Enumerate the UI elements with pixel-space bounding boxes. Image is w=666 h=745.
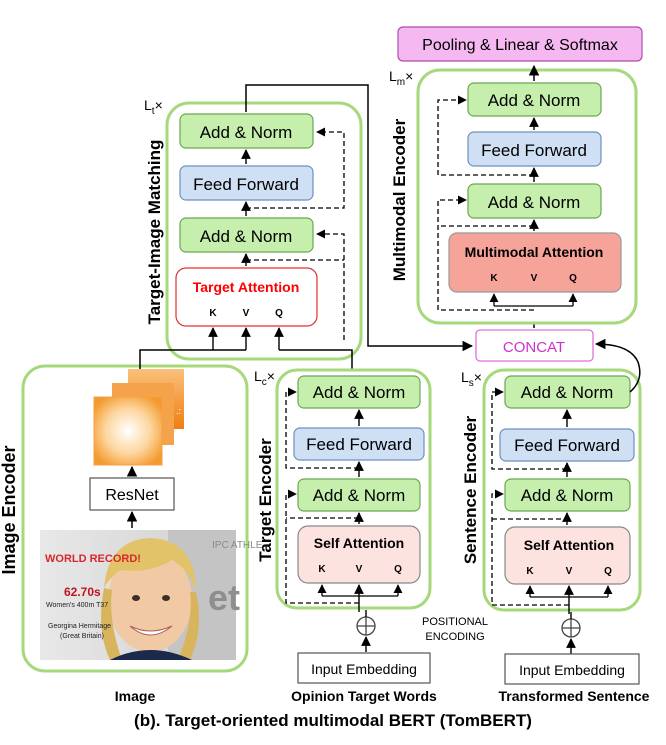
tim-target-attention-label: Target Attention <box>193 279 300 295</box>
sentence-encoder-repeat: Ls× <box>461 369 482 389</box>
image-encoder: Image Encoder .: ResNet IPC ATHLE et WOR… <box>0 364 263 704</box>
feature-map-front <box>93 396 163 466</box>
te-add-norm-bottom <box>297 478 421 512</box>
mm-label: Multimodal Encoder <box>390 118 409 281</box>
photo-name: Georgina Hermitage <box>48 623 111 630</box>
mm-attention-label: Multimodal Attention <box>465 244 604 260</box>
te-input-embedding <box>297 652 431 684</box>
mm-k: K <box>490 273 498 284</box>
tim-add-norm-top-label: Add & Norm <box>200 123 293 142</box>
te-feed-forward-label: Feed Forward <box>306 435 412 454</box>
mm-add-norm-bottom <box>467 183 602 219</box>
tim-q: Q <box>275 308 283 319</box>
target-encoder-repeat: Lc× <box>254 368 275 388</box>
mm-q: Q <box>569 273 577 284</box>
concat-label: CONCAT <box>503 339 565 356</box>
sentence-encoder: Sentence Encoder Ls× Add & Norm Feed For… <box>461 368 650 704</box>
te-self-attention <box>297 525 421 584</box>
tim-add-norm-bottom-label: Add & Norm <box>200 227 293 246</box>
se-add-norm-top-label: Add & Norm <box>521 383 614 402</box>
mm-feed-forward <box>467 131 602 167</box>
athlete-photo: IPC ATHLE et WORLD RECORD! 62.70s Women'… <box>40 530 263 660</box>
se-q: Q <box>604 566 612 577</box>
se-input-embedding <box>504 653 640 685</box>
te-k: K <box>318 564 326 575</box>
target-encoder: Target Encoder Lc× Add & Norm Feed Forwa… <box>254 368 437 704</box>
tim-repeat: Lt× <box>144 97 163 117</box>
te-add-norm-bottom-label: Add & Norm <box>313 486 406 505</box>
resnet-label: ResNet <box>105 487 159 504</box>
tim-add-norm-bottom <box>179 217 314 253</box>
tim-target-attention <box>175 267 318 327</box>
se-self-attention <box>504 526 631 585</box>
mm-add-norm-top-label: Add & Norm <box>488 91 581 110</box>
te-add-norm-top <box>297 375 421 409</box>
image-encoder-label: Image Encoder <box>0 445 19 574</box>
mm-feed-forward-label: Feed Forward <box>481 141 587 160</box>
feature-dots: .: <box>176 406 181 416</box>
te-add-norm-top-label: Add & Norm <box>313 383 406 402</box>
mm-v: V <box>531 273 538 284</box>
tim-k: K <box>209 308 217 319</box>
se-k: K <box>526 566 534 577</box>
mm-add-norm-bottom-label: Add & Norm <box>488 193 581 212</box>
photo-headline: WORLD RECORD! <box>45 553 141 565</box>
te-input-embedding-label: Input Embedding <box>311 661 417 677</box>
te-v: V <box>356 564 363 575</box>
mm-attention <box>448 232 622 293</box>
tim-feed-forward <box>179 165 314 201</box>
te-self-attention-label: Self Attention <box>314 535 404 551</box>
target-encoder-label: Target Encoder <box>256 438 275 562</box>
photo-time: 62.70s <box>64 585 101 599</box>
mm-add-norm-top <box>467 82 602 117</box>
se-caption: Transformed Sentence <box>499 688 650 704</box>
svg-text:IPC ATHLE: IPC ATHLE <box>212 540 263 551</box>
positional-label-2: ENCODING <box>425 631 484 643</box>
se-add-norm-bottom <box>504 478 631 512</box>
photo-country: (Great Britain) <box>60 633 104 640</box>
pooling-label: Pooling & Linear & Softmax <box>422 37 618 54</box>
se-feed-forward <box>499 428 635 462</box>
se-self-attention-label: Self Attention <box>524 537 614 553</box>
se-input-embedding-label: Input Embedding <box>519 662 625 678</box>
tim-feed-forward-label: Feed Forward <box>193 175 299 194</box>
tim-v: V <box>243 308 250 319</box>
svg-text:et: et <box>208 577 240 618</box>
sentence-encoder-label: Sentence Encoder <box>461 415 480 564</box>
photo-event: Women's 400m T37 <box>46 602 108 609</box>
target-image-matching: Target-Image Matching Lt× Add & Norm Fee… <box>144 97 363 361</box>
resnet-box <box>89 477 175 511</box>
se-v: V <box>566 566 573 577</box>
te-caption: Opinion Target Words <box>291 688 437 704</box>
se-feed-forward-label: Feed Forward <box>514 436 620 455</box>
figure-title: (b). Target-oriented multimodal BERT (To… <box>134 711 532 730</box>
concat-box <box>475 329 594 362</box>
multimodal-encoder: Multimodal Encoder Lm× Add & Norm Feed F… <box>389 68 638 325</box>
image-caption: Image <box>115 688 156 704</box>
mm-repeat: Lm× <box>389 68 413 88</box>
tim-add-norm-top <box>179 113 314 149</box>
positional-label-1: POSITIONAL <box>422 616 488 628</box>
tim-label: Target-Image Matching <box>145 140 164 325</box>
te-q: Q <box>394 564 402 575</box>
pooling-box <box>397 26 643 62</box>
se-add-norm-bottom-label: Add & Norm <box>521 486 614 505</box>
te-feed-forward <box>293 427 425 461</box>
